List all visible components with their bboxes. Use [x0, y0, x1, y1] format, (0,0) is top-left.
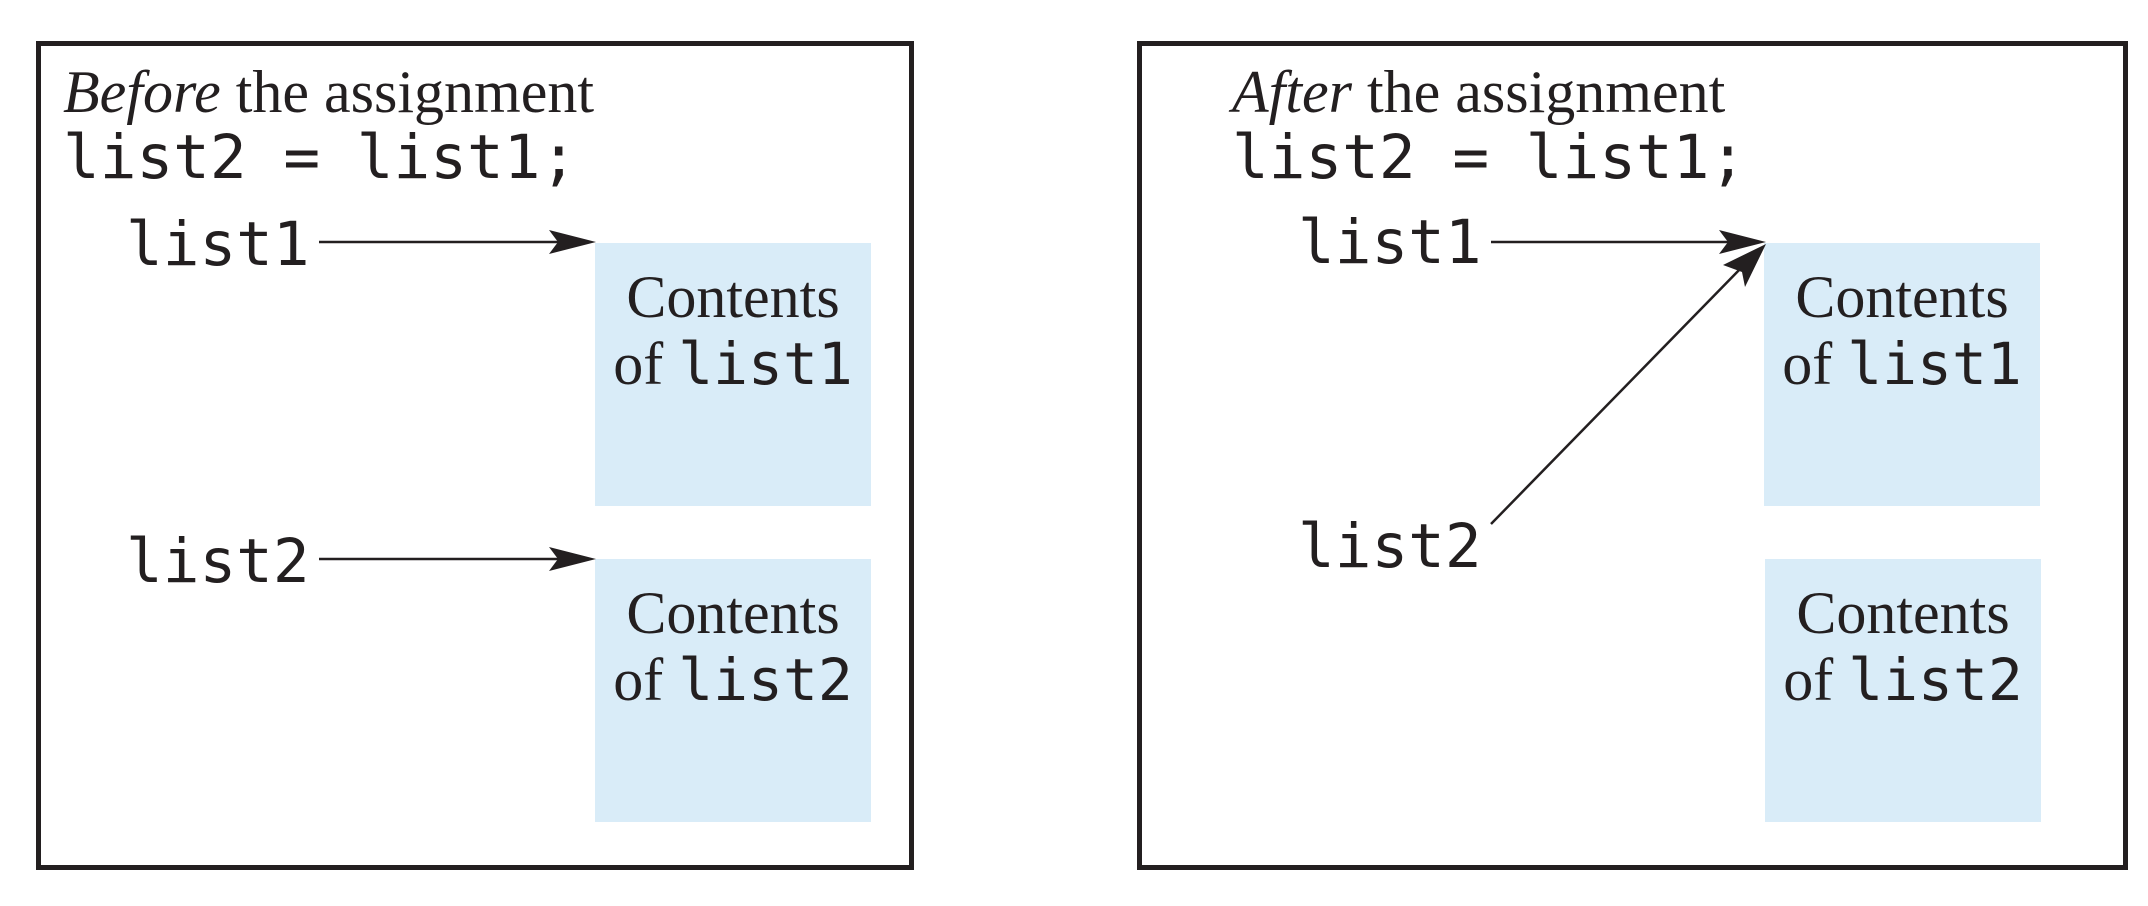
before-block1-of: of [613, 331, 679, 397]
after-caption: After the assignment [1232, 62, 1725, 122]
before-block2-line1: Contents [626, 580, 840, 646]
before-block2-line2: of list2 [595, 645, 871, 731]
after-arrow-list2 [1490, 244, 1766, 525]
before-ref-list1: list1 [126, 209, 310, 280]
before-block1-name: list1 [678, 330, 853, 398]
before-arrow-list2 [319, 547, 596, 571]
before-block1-line2: of list1 [595, 329, 871, 415]
after-block2-name: list2 [1848, 646, 2023, 714]
before-arrow-list1 [319, 230, 596, 254]
after-block1-line2: of list1 [1764, 329, 2040, 415]
after-code: list2 = list1; [1232, 122, 1747, 193]
after-block2-of: of [1783, 647, 1849, 713]
before-block-list2: Contents of list2 [595, 559, 871, 822]
after-block2-line2: of list2 [1765, 645, 2041, 731]
before-code: list2 = list1; [63, 122, 578, 193]
before-caption-rest: the assignment [220, 59, 594, 125]
after-ref-list2: list2 [1298, 511, 1482, 582]
before-block2-of: of [613, 647, 679, 713]
after-caption-rest: the assignment [1351, 59, 1726, 125]
after-arrowhead-list2 [1723, 244, 1766, 287]
after-block-list1: Contents of list1 [1764, 243, 2040, 506]
after-block-list2: Contents of list2 [1765, 559, 2041, 822]
after-block1-line1: Contents [1795, 264, 2009, 330]
after-block1-of: of [1782, 331, 1848, 397]
after-arrowhead-list1 [1719, 230, 1766, 254]
before-caption: Before the assignment [63, 62, 594, 122]
after-block1-name: list1 [1847, 330, 2022, 398]
after-caption-emphasis: After [1232, 59, 1352, 125]
before-block1-line1: Contents [626, 264, 840, 330]
before-arrowhead-list2 [549, 547, 596, 571]
after-block2-line1: Contents [1796, 580, 2010, 646]
before-block-list1: Contents of list1 [595, 243, 871, 506]
after-ref-list1: list1 [1298, 207, 1482, 278]
before-arrowhead-list1 [549, 230, 596, 254]
before-block2-name: list2 [678, 646, 853, 714]
after-arrow-list1 [1491, 230, 1766, 254]
before-ref-list2: list2 [126, 526, 310, 597]
before-caption-emphasis: Before [63, 59, 221, 125]
